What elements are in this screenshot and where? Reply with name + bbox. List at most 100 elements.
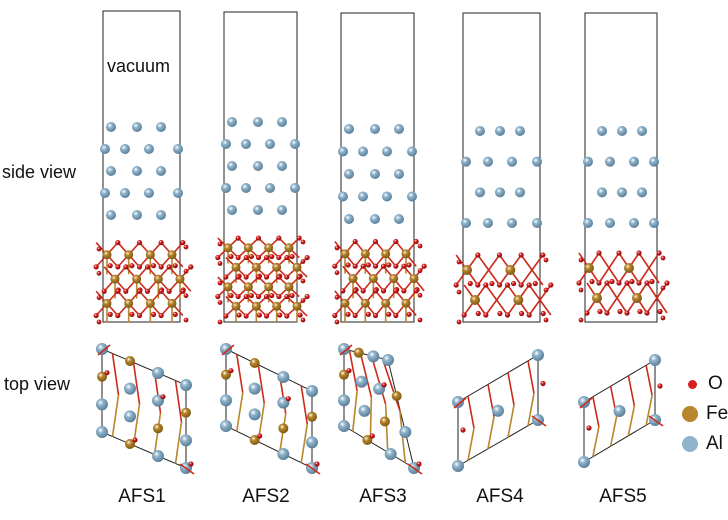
o-atom [657,308,663,315]
o-atom [304,293,310,300]
al-atom [358,404,371,417]
o-atom [96,246,102,252]
bond [453,397,467,409]
al-atom [532,218,542,228]
o-atom [417,292,423,298]
o-atom [107,311,113,317]
al-atom [382,354,394,366]
o-atom [276,254,282,261]
o-atom [255,274,262,280]
o-atom [263,254,270,261]
bond [235,392,244,432]
o-atom [263,274,270,280]
o-atom [649,278,655,285]
al-atom [407,191,417,202]
o-atom [136,239,143,246]
al-atom [629,156,639,167]
o-atom [166,264,172,270]
o-atom [413,238,419,245]
o-atom [217,300,223,305]
bond [407,463,423,475]
bond [531,254,544,271]
fe-atom [153,423,163,434]
bond [485,299,498,316]
o-atom [289,292,295,299]
bond [257,364,266,404]
bond [488,254,501,271]
o-atom [616,250,622,256]
bond [638,267,650,284]
al-atom [120,144,130,154]
o-atom [183,268,189,274]
o-atom [304,254,310,261]
al-atom [124,410,136,423]
al-atom [173,188,183,198]
o-atom [158,264,164,270]
o-atom [172,263,178,269]
al-atom [173,144,183,154]
al-atom [227,117,237,127]
panel-label-afs4: AFS4 [476,486,524,507]
o-atom [417,317,423,323]
o-atom [150,263,157,269]
fe-atom [379,416,390,427]
fe-atom [278,423,289,434]
legend-item-fe: Fe [682,404,728,424]
al-atom [277,205,287,215]
al-atom [253,161,263,171]
o-atom [217,261,223,266]
bond [609,416,618,447]
bond [359,352,373,398]
o-atom [540,380,546,387]
o-atom [624,310,630,316]
legend-item-o: O [684,374,723,394]
fe-atom [145,250,155,260]
o-atom [101,288,107,294]
fe-atom [167,250,177,260]
fe-atom [401,249,411,259]
bond [656,297,668,314]
row-label-side-view: side view [2,162,77,182]
o-atom [300,317,306,323]
o-atom [660,315,666,321]
o-atom [257,433,263,439]
bond [648,252,660,269]
row-label-top-view: top view [4,374,71,394]
o-atom [596,250,602,256]
al-atom [649,354,661,366]
o-atom [624,280,630,286]
o-atom [104,370,110,376]
al-atom [384,448,397,460]
o-atom [504,312,511,318]
bond [606,297,618,314]
o-atom [334,245,340,251]
o-atom [166,288,172,294]
al-atom [578,396,590,408]
bond [467,428,475,461]
cell-box-side [340,12,415,323]
o-atom [543,317,549,323]
bond [467,395,475,429]
o-atom [636,250,642,256]
bond [627,375,636,406]
bond [97,344,111,356]
o-atom [314,461,320,467]
bond [645,395,653,426]
o-atom [345,262,351,268]
fe-atom [102,298,112,308]
al-atom [241,139,251,149]
o-atom [183,293,189,299]
o-atom [416,461,422,467]
o-atom [158,239,164,246]
bond [348,350,358,391]
o-atom [372,263,379,269]
al-atom [452,396,464,408]
fe-atom [181,407,191,418]
o-atom [352,312,358,319]
bond [111,394,120,437]
bond [507,404,515,438]
o-atom [401,263,407,269]
bond [579,397,593,409]
fe-atom [124,298,134,308]
o-atom [150,311,157,317]
